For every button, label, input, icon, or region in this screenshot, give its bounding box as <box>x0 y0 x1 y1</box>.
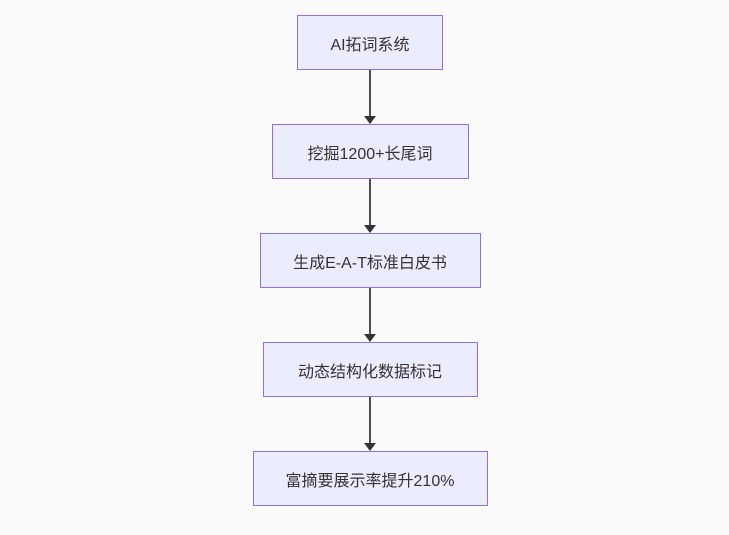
flow-arrow-4 <box>364 397 376 451</box>
flow-node-label: 挖掘1200+长尾词 <box>307 145 433 163</box>
flow-node-longtail-mining: 挖掘1200+长尾词 <box>271 124 469 179</box>
flow-arrow-3 <box>364 288 376 342</box>
flow-node-label: 动态结构化数据标记 <box>297 363 442 381</box>
arrow-head-icon <box>364 334 376 342</box>
flow-node-eat-whitepaper: 生成E-A-T标准白皮书 <box>259 233 481 288</box>
arrow-line <box>369 179 371 225</box>
flow-node-structured-data-markup: 动态结构化数据标记 <box>262 342 478 397</box>
flowchart: AI拓词系统 挖掘1200+长尾词 生成E-A-T标准白皮书 动态结构化数据标记… <box>252 15 488 506</box>
arrow-head-icon <box>364 225 376 233</box>
arrow-line <box>369 70 371 116</box>
flow-node-label: AI拓词系统 <box>330 36 410 54</box>
flow-node-rich-snippet-uplift: 富摘要展示率提升210% <box>252 451 488 506</box>
flow-node-label: 富摘要展示率提升210% <box>285 472 455 490</box>
flow-arrow-2 <box>364 179 376 233</box>
flow-node-label: 生成E-A-T标准白皮书 <box>293 254 447 272</box>
arrow-line <box>369 397 371 443</box>
arrow-head-icon <box>364 116 376 124</box>
arrow-head-icon <box>364 443 376 451</box>
flow-node-ai-word-expansion: AI拓词系统 <box>297 15 443 70</box>
flow-arrow-1 <box>364 70 376 124</box>
arrow-line <box>369 288 371 334</box>
